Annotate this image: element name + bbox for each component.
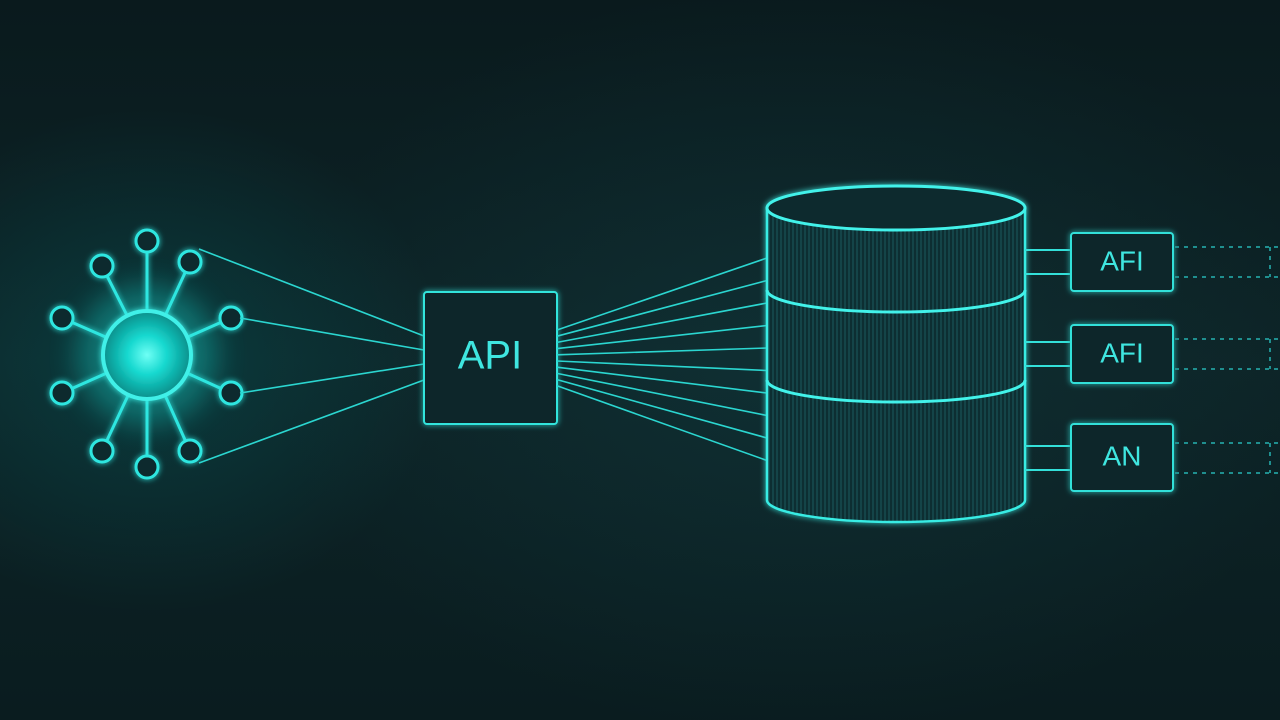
hub-connector-line [239, 317, 425, 351]
api-box: API [423, 291, 558, 425]
hub-spoke [186, 321, 222, 339]
hub-to-api-connectors [198, 248, 425, 464]
api-connector-line [556, 257, 768, 331]
api-to-database-connectors [556, 257, 768, 462]
hub-node [218, 305, 244, 331]
hub-spoke [186, 371, 222, 390]
database-to-endpoint-connectors [1025, 249, 1071, 471]
api-connector-line [556, 279, 768, 337]
hub-node [49, 380, 75, 406]
api-connector-line [556, 302, 768, 344]
hub-node [134, 454, 160, 480]
hub-connector-line [198, 379, 425, 464]
api-connector-line [556, 324, 768, 350]
api-connector-line [556, 360, 768, 372]
hub-spoke [105, 394, 130, 442]
api-connector-line [556, 372, 768, 417]
hub-spoke [71, 371, 108, 390]
hub-node [49, 305, 75, 331]
api-connector-line [556, 366, 768, 394]
api-connector-line [556, 378, 768, 439]
endpoint-box-3: AN [1070, 423, 1174, 492]
api-box-label: API [458, 334, 522, 378]
hub-core [101, 309, 193, 401]
hub-node [177, 438, 203, 464]
api-connector-line [556, 347, 768, 356]
outbound-dashed-lines [1175, 246, 1280, 474]
hub-node [89, 438, 115, 464]
hub-connector-line [239, 363, 425, 394]
api-connector-line [556, 385, 768, 462]
endpoint-label-2: AFI [1100, 337, 1144, 368]
hub-connector-line [198, 248, 425, 337]
hub-spoke [164, 271, 187, 316]
hub-node [89, 253, 115, 279]
hub-spoke [163, 394, 187, 442]
endpoint-label-1: AFI [1100, 245, 1144, 276]
endpoint-box-1: AFI [1070, 232, 1174, 292]
hub-node [218, 380, 244, 406]
hub-spoke [71, 321, 108, 339]
endpoint-label-3: AN [1103, 440, 1142, 471]
hub-spoke [105, 275, 129, 317]
hub-node [134, 228, 160, 254]
database-cylinder-icon [765, 184, 1027, 524]
endpoint-box-2: AFI [1070, 324, 1174, 384]
hub-icon [49, 228, 244, 480]
hub-node [177, 249, 203, 275]
